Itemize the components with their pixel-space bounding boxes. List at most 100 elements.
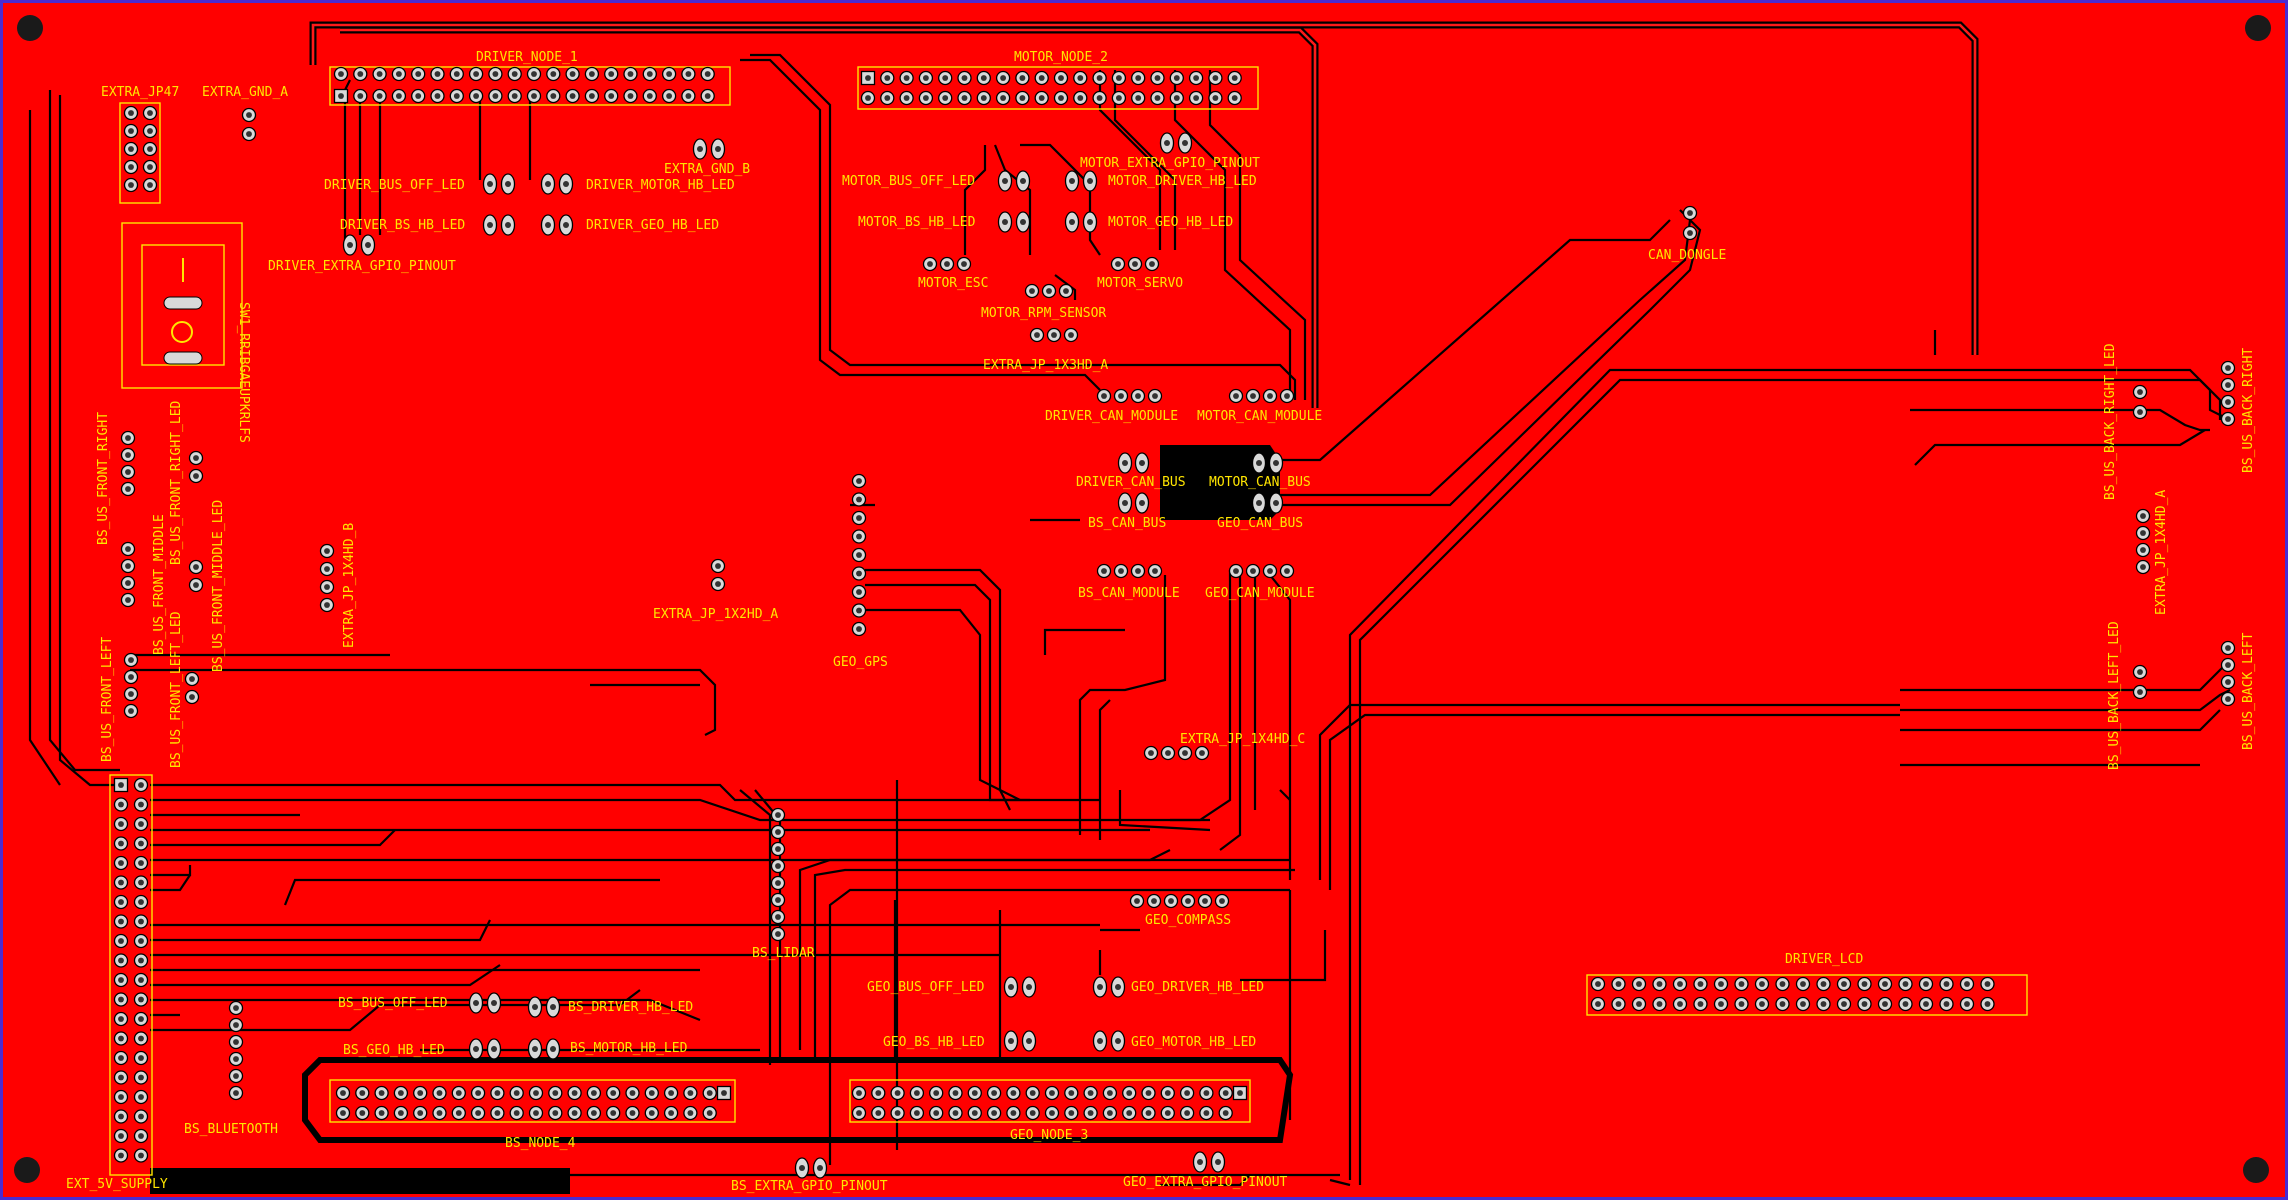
- extra-jp-1x4hd-a-pin[interactable]: [2135, 559, 2151, 575]
- driver-can-bus-pad[interactable]: [1134, 452, 1150, 474]
- geo-node-3-pin[interactable]: [1218, 1085, 1233, 1101]
- motor-node-2-pin[interactable]: [899, 70, 914, 86]
- bs-bluetooth-pin[interactable]: [228, 1000, 244, 1016]
- ext-5v-supply-pin[interactable]: [113, 1089, 129, 1105]
- bs-node-4-pin[interactable]: [374, 1105, 389, 1121]
- ext-5v-supply-pin[interactable]: [133, 953, 149, 968]
- extra-jp-1x4hd-b-pin[interactable]: [319, 579, 335, 595]
- motor-node-2-pin[interactable]: [1169, 70, 1184, 86]
- label-motor-servo[interactable]: MOTOR_SERVO: [1097, 276, 1183, 291]
- slide-switch[interactable]: [163, 258, 203, 365]
- geo-extra-gpio-pad[interactable]: [1210, 1151, 1226, 1173]
- driver-node-1-pin[interactable]: [468, 88, 484, 104]
- driver-lcd-pin[interactable]: [1754, 976, 1770, 992]
- driver-lcd-pin[interactable]: [1590, 976, 1606, 992]
- geo-node-3-pin[interactable]: [1179, 1085, 1195, 1101]
- driver-motor-hb-led-pad[interactable]: [558, 173, 574, 195]
- bs-us-front-middle-led-pin[interactable]: [188, 559, 204, 575]
- geo-node-3-pin[interactable]: [890, 1085, 905, 1101]
- ext-5v-supply-pin[interactable]: [113, 972, 129, 988]
- geo-gps-pin[interactable]: [851, 473, 867, 489]
- bs-lidar-pin[interactable]: [770, 807, 786, 823]
- label-bs-us-front-middle[interactable]: BS_US_FRONT_MIDDLE: [152, 514, 167, 655]
- geo-can-bus-pad[interactable]: [1268, 492, 1284, 514]
- extra-jp-1x4hd-c-pin[interactable]: [1194, 745, 1210, 761]
- bs-can-module-pin[interactable]: [1113, 563, 1129, 579]
- motor-rpm-sensor-pin[interactable]: [1024, 283, 1040, 299]
- motor-node-2-pin[interactable]: [1227, 70, 1242, 86]
- driver-lcd-pin[interactable]: [1754, 996, 1770, 1012]
- geo-node-3-pin[interactable]: [948, 1105, 963, 1121]
- geo-node-3-pin[interactable]: [1141, 1085, 1156, 1101]
- bs-node-4-pin[interactable]: [355, 1105, 370, 1121]
- motor-can-module-pin[interactable]: [1279, 388, 1295, 404]
- driver-node-1-pin[interactable]: [507, 66, 522, 82]
- motor-can-bus-pad[interactable]: [1251, 452, 1267, 474]
- label-motor-rpm-sensor[interactable]: MOTOR_RPM_SENSOR: [981, 306, 1106, 321]
- bs-driver-hb-led-pad[interactable]: [545, 996, 561, 1018]
- bs-us-back-right-pin[interactable]: [2220, 411, 2236, 427]
- bs-us-front-middle-led-pin[interactable]: [188, 577, 204, 593]
- driver-node-1-pin[interactable]: [333, 88, 349, 104]
- extra-gnd-a-pin[interactable]: [241, 126, 257, 142]
- bs-lidar-pin[interactable]: [770, 858, 786, 874]
- extra-jp-1x3hd-a-pin[interactable]: [1063, 327, 1079, 343]
- geo-node-3-pin[interactable]: [890, 1105, 905, 1121]
- driver-node-1-pin[interactable]: [449, 66, 464, 82]
- motor-node-2-pin[interactable]: [1034, 70, 1049, 86]
- geo-node-3-pin[interactable]: [1006, 1105, 1021, 1121]
- driver-node-1-pin[interactable]: [391, 66, 407, 82]
- ext-5v-supply-pin[interactable]: [113, 1148, 129, 1163]
- motor-can-module-pin[interactable]: [1245, 388, 1261, 404]
- bs-node-4-pin[interactable]: [644, 1105, 659, 1121]
- extra-jp47-pin[interactable]: [123, 105, 139, 121]
- driver-lcd-pin[interactable]: [1836, 996, 1852, 1012]
- extra-jp-1x4hd-b-pin[interactable]: [319, 561, 335, 577]
- driver-lcd-pin[interactable]: [1898, 976, 1913, 992]
- geo-node-3-pin[interactable]: [1102, 1105, 1118, 1121]
- motor-node-2-pin[interactable]: [1015, 70, 1030, 86]
- driver-lcd-pin[interactable]: [1672, 976, 1688, 992]
- motor-extra-gpio-pad[interactable]: [1177, 132, 1193, 154]
- extra-jp47-pin[interactable]: [123, 141, 139, 157]
- extra-jp-1x4hd-a-pin[interactable]: [2135, 542, 2151, 558]
- driver-node-1-pin[interactable]: [411, 66, 426, 82]
- ext-5v-supply-pin[interactable]: [133, 875, 149, 890]
- extra-jp-1x2hd-a-pin[interactable]: [710, 576, 726, 592]
- motor-esc-pin[interactable]: [922, 256, 938, 272]
- geo-node-3-pin[interactable]: [1218, 1105, 1233, 1121]
- ext-5v-supply-pin[interactable]: [113, 992, 129, 1007]
- bs-us-front-left-pin[interactable]: [123, 652, 139, 668]
- geo-gps-pin[interactable]: [851, 492, 867, 507]
- driver-node-1-pin[interactable]: [372, 66, 387, 82]
- geo-node-3-pin[interactable]: [1199, 1105, 1214, 1121]
- bs-node-4-pin[interactable]: [548, 1105, 563, 1121]
- motor-node-2-pin[interactable]: [918, 70, 934, 86]
- label-geo-motor-hb-led[interactable]: GEO_MOTOR_HB_LED: [1131, 1035, 1256, 1050]
- driver-lcd-pin[interactable]: [1918, 996, 1934, 1012]
- label-driver-lcd[interactable]: DRIVER_LCD: [1785, 952, 1863, 967]
- driver-lcd-pin[interactable]: [1713, 996, 1729, 1012]
- motor-rpm-sensor-pin[interactable]: [1058, 283, 1074, 299]
- bs-us-back-left-pin[interactable]: [2220, 674, 2236, 690]
- bs-node-4-pin[interactable]: [451, 1085, 466, 1101]
- motor-servo-pin[interactable]: [1127, 256, 1143, 272]
- geo-node-3-pin[interactable]: [1083, 1085, 1098, 1101]
- motor-node-2-pin[interactable]: [938, 70, 953, 86]
- driver-lcd-pin[interactable]: [1693, 996, 1708, 1012]
- motor-esc-pin[interactable]: [956, 256, 972, 272]
- bs-us-front-left-pin[interactable]: [123, 669, 139, 685]
- bs-bus-off-led-pad[interactable]: [468, 992, 484, 1014]
- driver-lcd-pin[interactable]: [1836, 976, 1852, 992]
- motor-servo-pin[interactable]: [1110, 256, 1126, 272]
- driver-node-1-pin[interactable]: [488, 88, 503, 104]
- driver-motor-hb-led-pad[interactable]: [540, 173, 556, 195]
- extra-jp47-pin[interactable]: [142, 123, 158, 139]
- geo-node-3-pin[interactable]: [1179, 1105, 1195, 1121]
- geo-bus-off-led-pad[interactable]: [1003, 976, 1019, 998]
- geo-node-3-pin[interactable]: [967, 1105, 982, 1121]
- ext-5v-supply-pin[interactable]: [113, 777, 129, 793]
- geo-gps-pin[interactable]: [851, 529, 867, 544]
- driver-node-1-pin[interactable]: [661, 88, 677, 104]
